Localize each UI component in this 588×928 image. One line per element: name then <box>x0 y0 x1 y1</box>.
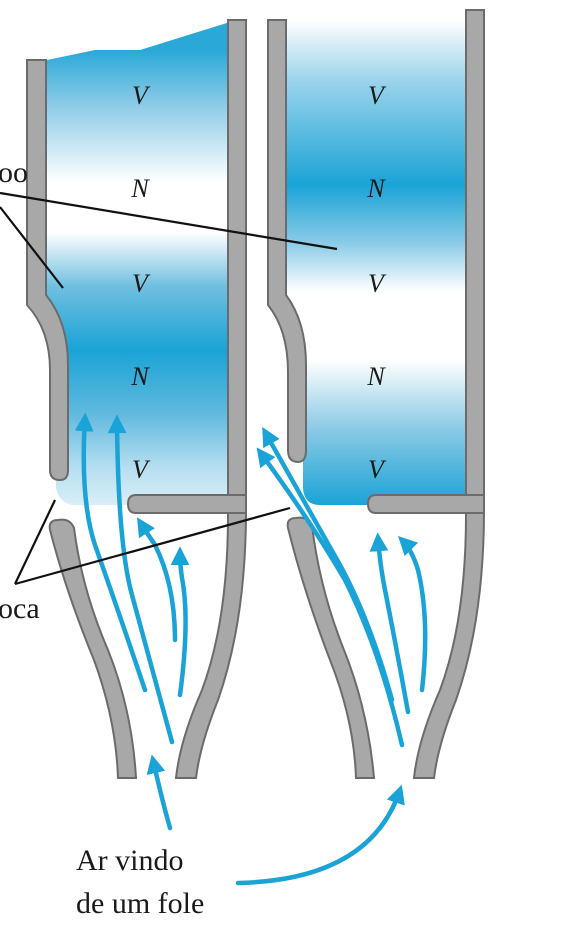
arrow-icon <box>170 546 190 698</box>
right-pipe-air-column <box>285 20 466 505</box>
leader-line <box>14 506 291 586</box>
left-node-label: V <box>132 269 151 298</box>
right-pipe-foot-wall <box>286 516 376 779</box>
left-pipe-left-wall <box>26 59 69 482</box>
right-pipe-lip <box>366 494 485 514</box>
leader-line <box>0 206 64 289</box>
right-node-label: V <box>368 269 387 298</box>
arrow-icon <box>369 532 411 715</box>
left-pipe-air-column <box>40 22 230 505</box>
top-left-label-fragment: oo <box>0 156 28 189</box>
leader-lines <box>0 191 338 586</box>
left-node-label: N <box>130 362 150 391</box>
right-node-label: V <box>368 81 387 110</box>
right-pipe: V N V N V <box>267 9 485 779</box>
right-node-label: V <box>368 455 387 484</box>
bottom-left-label-fragment: oca <box>0 592 40 625</box>
left-node-label: V <box>132 455 151 484</box>
arrow-icon <box>256 447 405 748</box>
leader-line <box>0 191 338 251</box>
right-node-label: N <box>366 362 386 391</box>
right-air-flow <box>235 427 428 886</box>
arrow-icon <box>235 784 405 886</box>
arrow-icon <box>107 414 175 745</box>
left-pipe-foot-wall <box>48 518 138 779</box>
left-pipe: V N V N V <box>26 19 247 779</box>
leader-line <box>14 499 56 585</box>
source-label-line1: Ar vindo <box>76 844 184 877</box>
arrow-icon <box>397 535 428 693</box>
source-label-line2: de um fole <box>76 887 204 920</box>
right-node-label: N <box>366 174 386 203</box>
left-pipe-right-wall <box>174 19 247 779</box>
right-pipe-left-wall <box>267 19 307 464</box>
arrow-icon <box>146 754 173 831</box>
left-node-label: V <box>132 81 151 110</box>
arrow-icon <box>74 412 148 693</box>
left-pipe-lip <box>126 494 247 514</box>
arrow-icon <box>136 517 178 643</box>
right-pipe-right-wall <box>412 9 485 779</box>
left-node-label: N <box>130 174 150 203</box>
